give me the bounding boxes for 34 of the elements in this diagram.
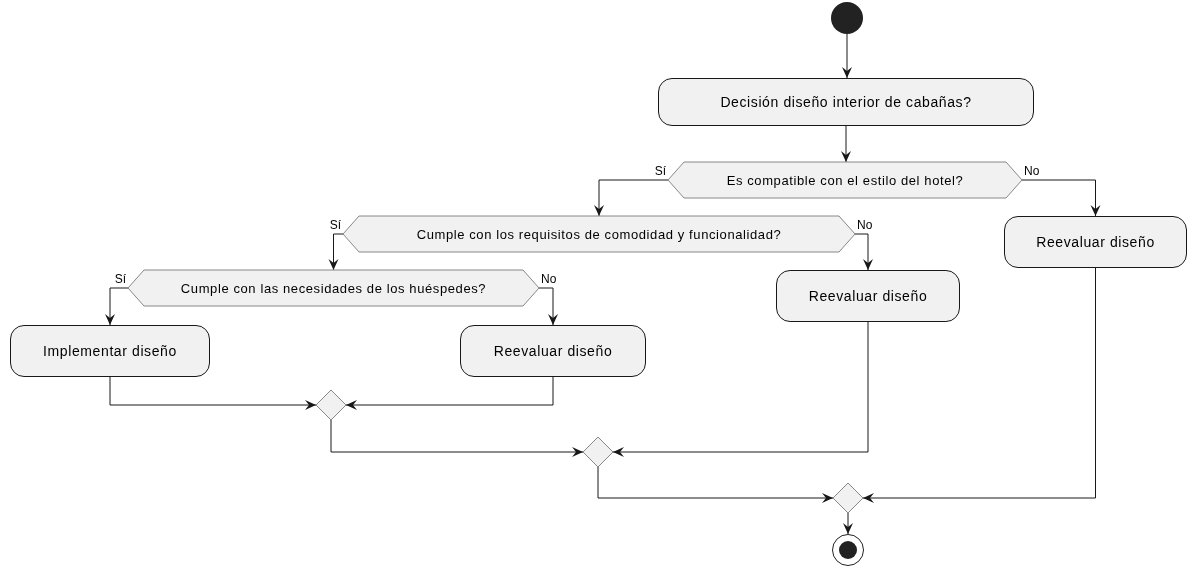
arrow — [862, 267, 1096, 503]
edge-label: No — [1023, 165, 1041, 178]
action-box: Reevaluar diseño — [1004, 216, 1187, 268]
arrow — [538, 287, 558, 326]
arrow — [345, 376, 554, 410]
decision-hexagon: Es compatible con el estilo del hotel? — [668, 162, 1022, 198]
arrow — [854, 233, 873, 271]
action-box: Reevaluar diseño — [776, 270, 960, 322]
edge-label: No — [856, 219, 874, 232]
arrow — [841, 125, 851, 163]
merge-diamond — [316, 390, 346, 420]
arrow — [1021, 179, 1101, 217]
arrow — [594, 179, 669, 217]
edge-label: Sí — [113, 273, 127, 286]
decision-hexagon: Cumple con los requisitos de comodidad y funcionalidad? — [343, 216, 855, 252]
start-circle — [831, 2, 863, 34]
action-box: Implementar diseño — [10, 325, 210, 377]
arrow — [109, 376, 317, 410]
arrow — [330, 419, 584, 457]
arrow — [612, 321, 869, 457]
arrow — [842, 33, 852, 79]
arrow — [105, 287, 129, 326]
edge-label: No — [540, 273, 558, 286]
merge-diamond — [833, 483, 863, 513]
arrow — [328, 233, 344, 271]
arrow — [597, 466, 834, 503]
arrow — [843, 512, 853, 535]
end-circle — [832, 534, 864, 566]
action-box: Reevaluar diseño — [460, 325, 646, 377]
decision-hexagon: Cumple con las necesidades de los huéspedes? — [128, 270, 539, 306]
edge-label: Sí — [653, 165, 667, 178]
edge-label: Sí — [328, 219, 342, 232]
merge-diamond — [583, 437, 613, 467]
action-box: Decisión diseño interior de cabañas? — [658, 78, 1034, 126]
